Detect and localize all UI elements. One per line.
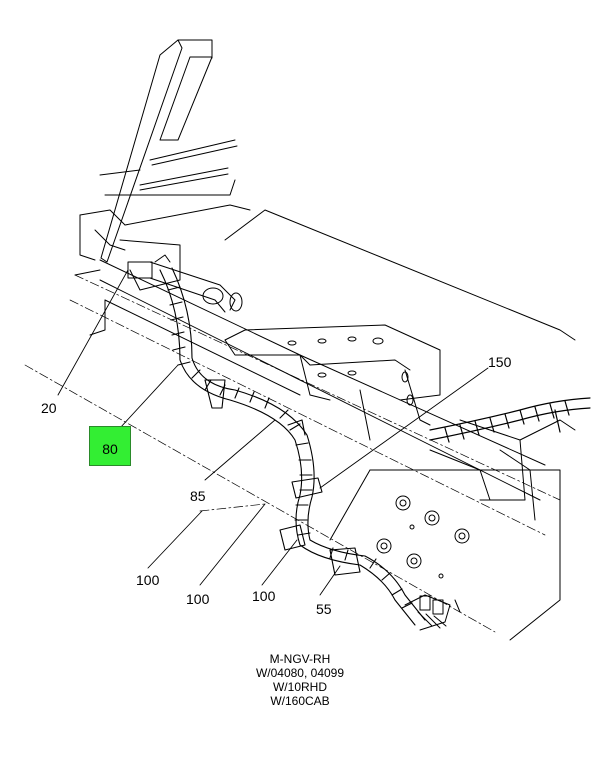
highlighted-callout-label: 80 [102,441,118,457]
callout-150: 150 [488,354,512,370]
mounting-plate [329,469,561,641]
callout-85: 85 [190,488,206,504]
cab-panel [99,39,251,263]
caption-line: W/160CAB [270,694,330,708]
callout-20: 20 [41,400,57,416]
callout-100-middle: 100 [186,591,210,607]
callout-100-left: 100 [136,572,160,588]
center-lines [24,274,561,633]
end-connectors [404,594,461,631]
leader-lines [57,269,489,596]
caption-line: W/04080, 04099 [255,666,345,680]
right-harness [429,397,591,443]
right-bracket [429,419,576,521]
caption-line: M-NGV-RH [269,652,331,666]
highlighted-callout-80[interactable]: 80 [89,426,131,466]
harness-connector-top [94,229,243,313]
callout-100-right: 100 [252,588,276,604]
main-harness [159,267,426,626]
diagram-caption: M-NGV-RH W/04080, 04099 W/10RHD W/160CAB [205,652,395,708]
crossmember-bracket [224,324,441,441]
callout-55: 55 [316,601,332,617]
caption-line: W/10RHD [272,680,327,694]
